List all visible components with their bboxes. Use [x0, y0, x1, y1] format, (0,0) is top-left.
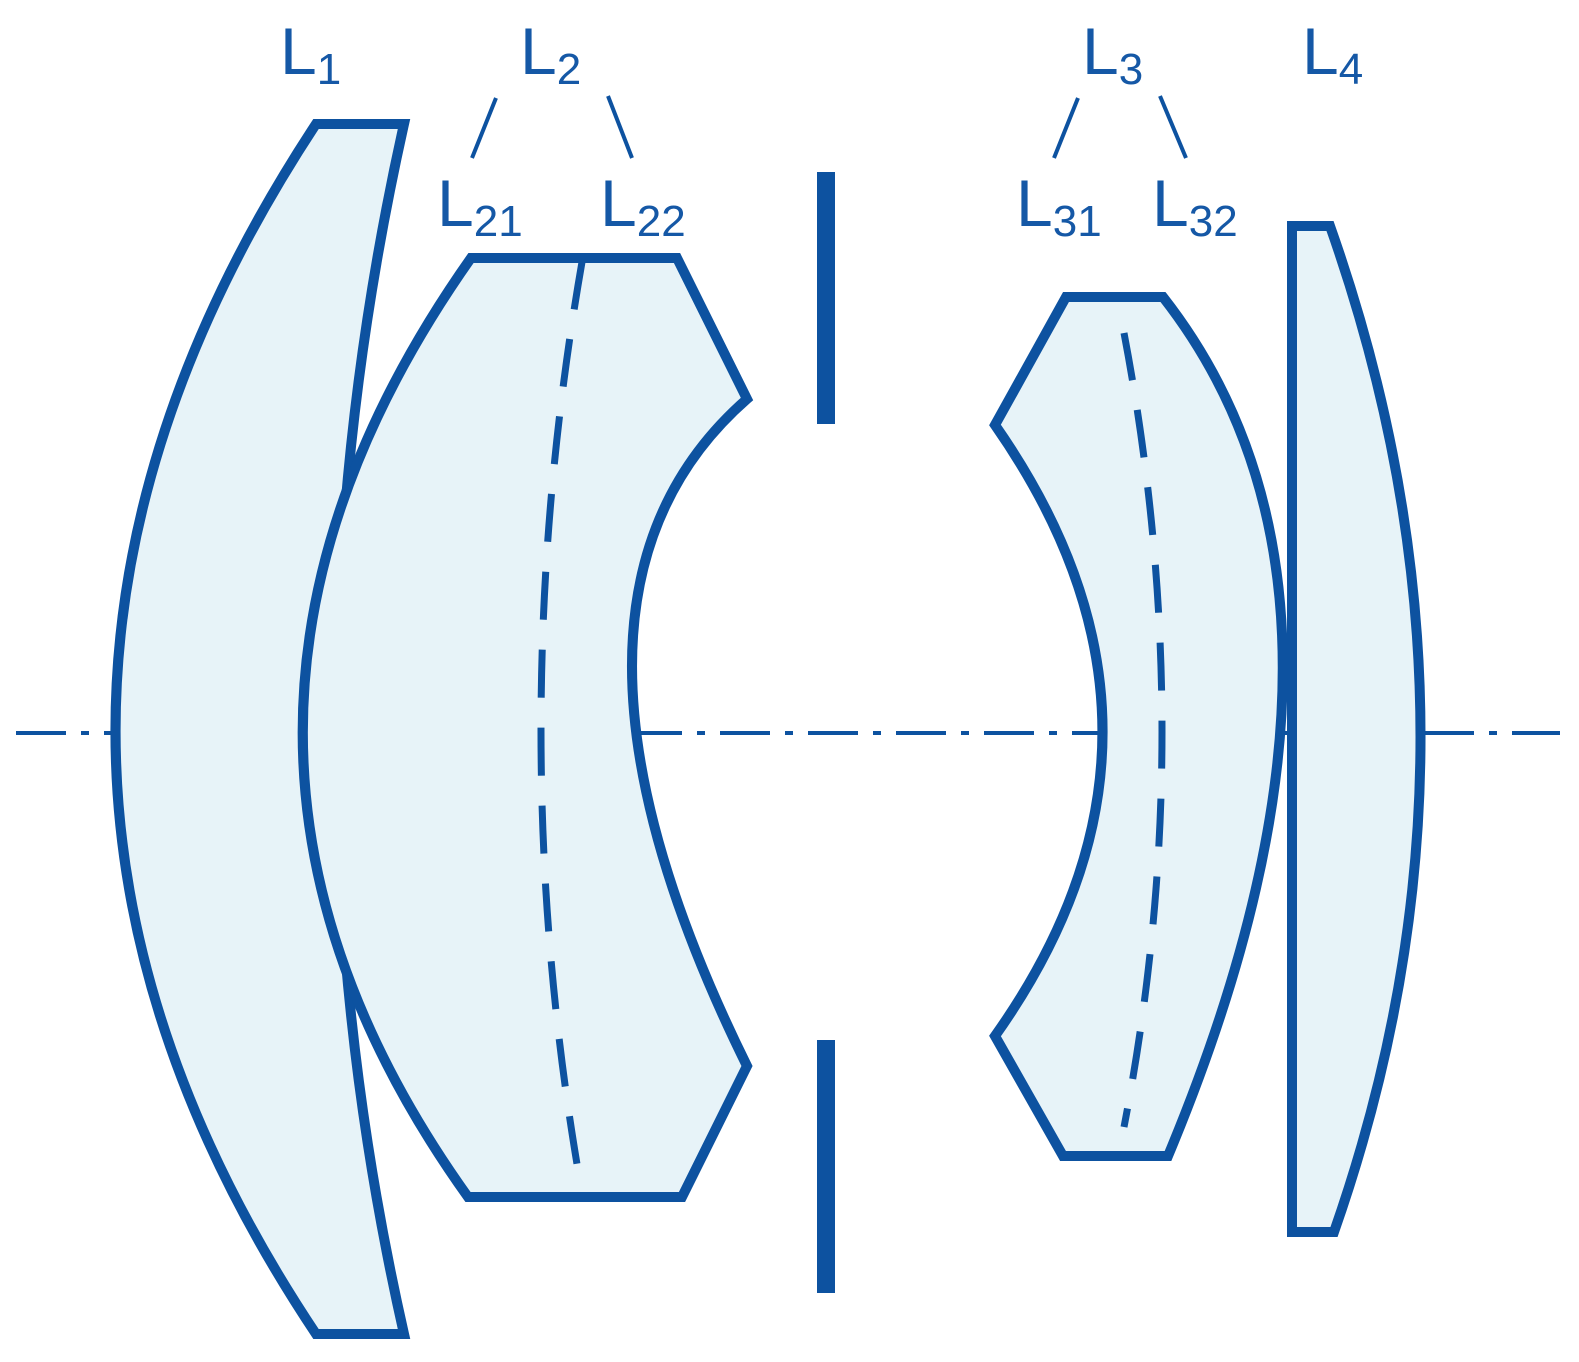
leader-l3-l32: [1158, 95, 1188, 159]
lens-l3-doublet: [989, 292, 1288, 1161]
label-l2: L2: [520, 14, 581, 94]
label-l32: L32: [1152, 166, 1238, 246]
label-l22: L22: [600, 166, 686, 246]
label-l4: L4: [1302, 14, 1363, 94]
lens-l2-doublet: [297, 253, 754, 1202]
label-l21: L21: [437, 166, 523, 246]
cement-surface-l21-l22: [537, 261, 586, 1194]
leader-l2-l22: [606, 95, 634, 159]
lens-l4: [1287, 221, 1426, 1237]
label-l3: L3: [1082, 14, 1143, 94]
label-l31: L31: [1016, 166, 1102, 246]
cement-surface-l31-l32: [1120, 332, 1166, 1128]
leader-l3-l31: [1052, 97, 1080, 159]
label-l1: L1: [280, 14, 341, 94]
leader-l2-l21: [470, 97, 498, 159]
